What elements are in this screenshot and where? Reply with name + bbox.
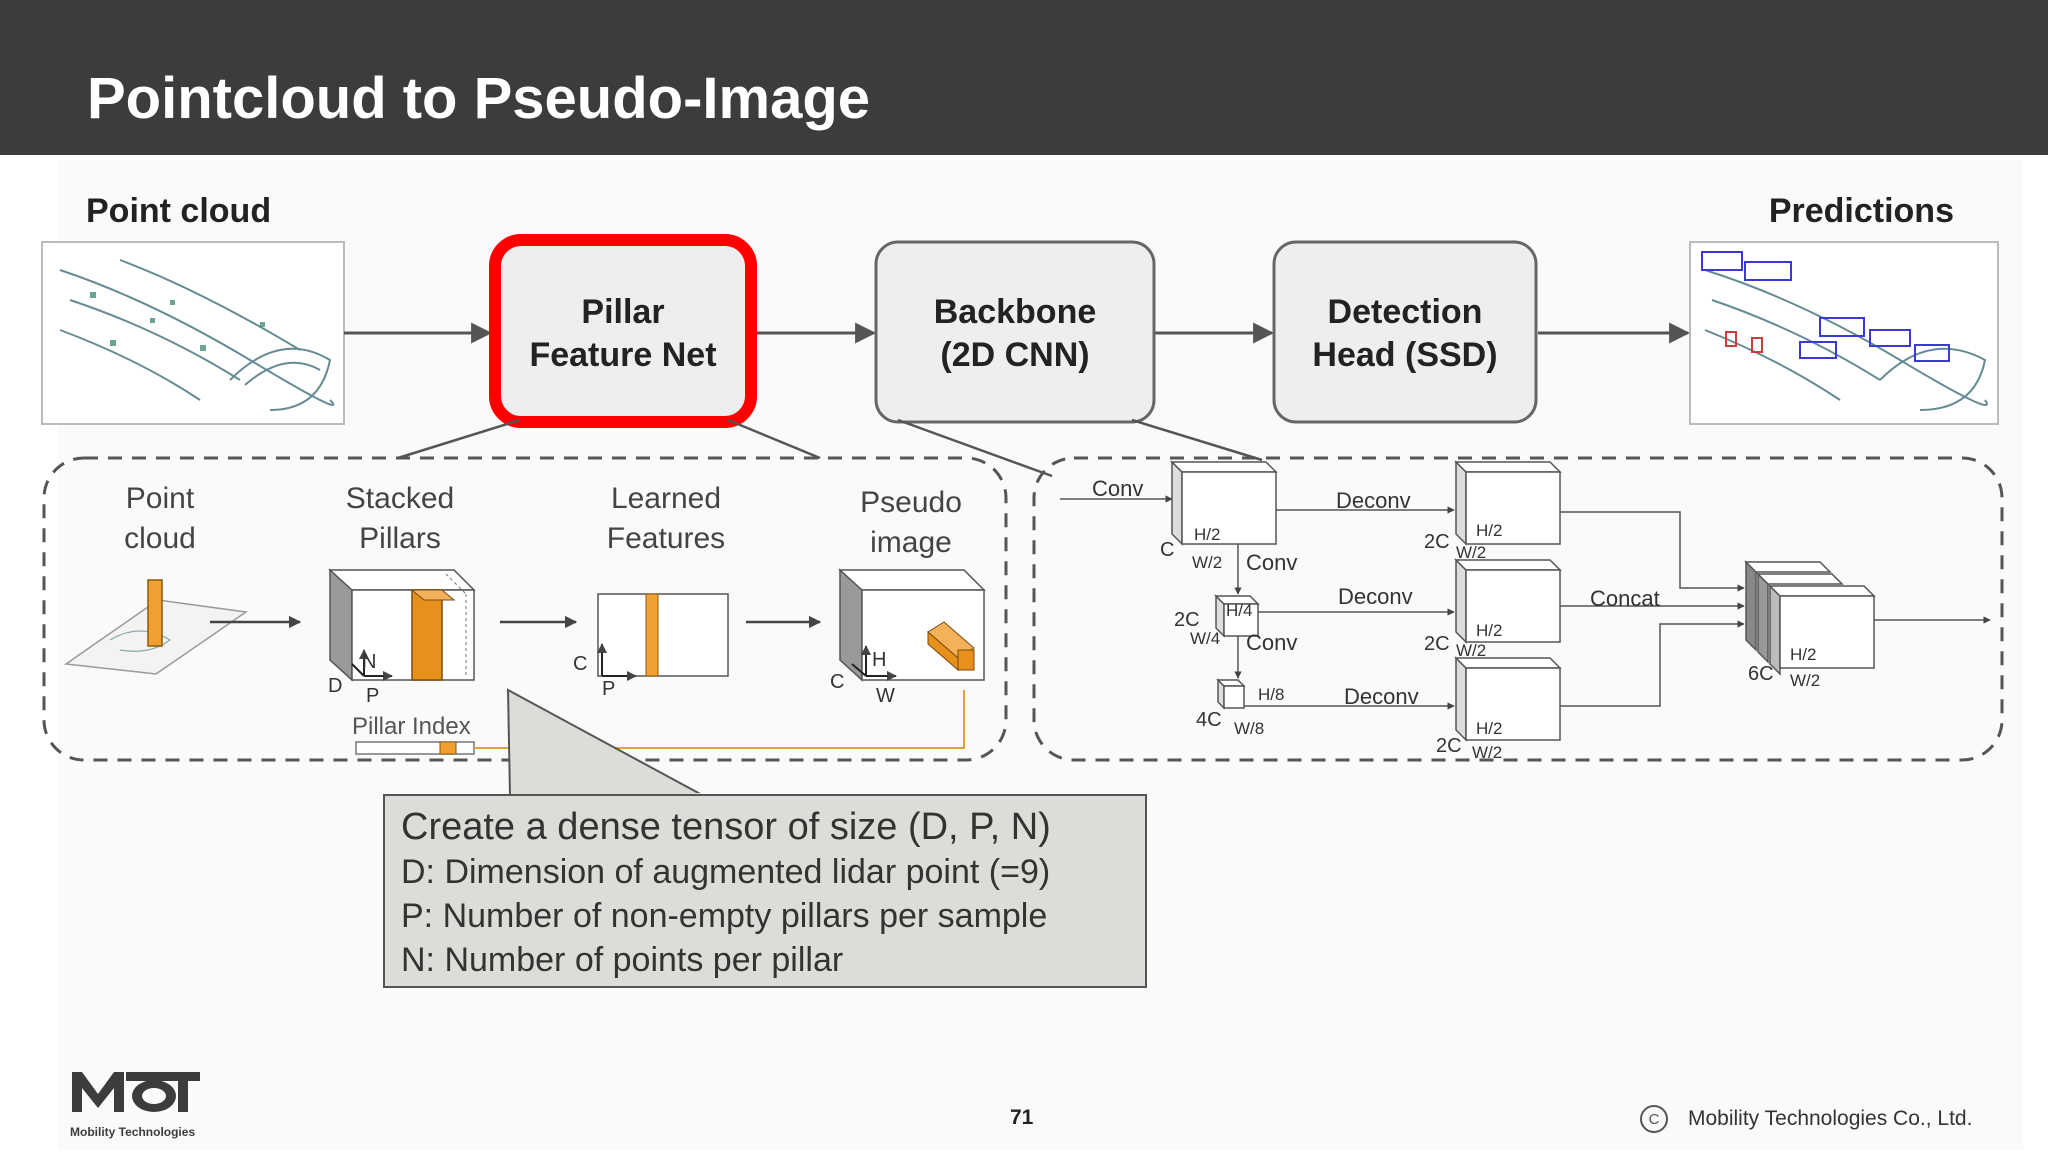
conv-label: Conv: [1092, 476, 1143, 501]
point-cloud-pillar-icon: [63, 579, 249, 675]
logo-text: Mobility Technologies: [70, 1125, 195, 1139]
step-label: Features: [607, 522, 725, 555]
page-number: 71: [1010, 1106, 1034, 1129]
pointpillars-diagram: Point cloud Predictions: [41, 192, 2004, 762]
dim-label: H/2: [1476, 621, 1502, 640]
pillar-index-label: Pillar Index: [352, 713, 471, 740]
dim-label: H/2: [1790, 645, 1816, 664]
step-label: image: [870, 526, 952, 559]
dim-label: H/2: [1476, 521, 1502, 540]
dim-label: 6C: [1748, 663, 1774, 685]
dim-label: W/2: [1472, 743, 1502, 762]
dim-label: W/2: [1456, 641, 1486, 660]
callout-box: Create a dense tensor of size (D, P, N) …: [383, 794, 1147, 988]
callout-line: D: Dimension of augmented lidar point (=…: [401, 853, 1051, 891]
backbone-detail-panel: [1032, 456, 2004, 762]
pillar-net-detail-panel: [42, 456, 1008, 762]
dim-label: 2C: [1174, 609, 1200, 631]
axis-label: P: [602, 678, 615, 700]
stage-label: Head (SSD): [1312, 336, 1497, 374]
step-label: Pillars: [359, 522, 441, 555]
dim-label: H/2: [1194, 525, 1220, 544]
stage-detection-head[interactable]: Detection Head (SSD): [1272, 240, 1538, 424]
axis-label: W: [876, 685, 895, 707]
copyright-text: Mobility Technologies Co., Ltd.: [1688, 1107, 1973, 1130]
axis-label: D: [328, 675, 342, 697]
stacked-pillars-tensor: [328, 568, 476, 682]
dim-label: W/8: [1234, 719, 1264, 738]
learned-features-tensor: [597, 593, 729, 681]
highlight-frame: [489, 234, 757, 428]
step-label: Pseudo: [860, 486, 962, 519]
stage-pillar-feature-net[interactable]: Pillar Feature Net: [489, 234, 757, 428]
dim-label: W/2: [1456, 543, 1486, 562]
axis-label: P: [366, 685, 379, 707]
conv-label: Conv: [1246, 630, 1297, 655]
callout-title: Create a dense tensor of size (D, P, N): [401, 806, 1051, 848]
conv-label: Conv: [1246, 550, 1297, 575]
copyright-icon: C: [1640, 1105, 1668, 1133]
stage-backbone[interactable]: Backbone (2D CNN): [874, 240, 1156, 424]
callout-line: N: Number of points per pillar: [401, 941, 844, 979]
dim-label: H/4: [1226, 601, 1252, 620]
deconv-label: Deconv: [1338, 584, 1413, 609]
slide-title: Pointcloud to Pseudo-Image: [87, 66, 871, 131]
axis-label: H: [872, 649, 886, 671]
pseudo-image-tensor: [838, 568, 986, 682]
dim-label: W/2: [1790, 671, 1820, 690]
stage-label: Pillar: [581, 293, 664, 331]
dim-label: W/2: [1192, 553, 1222, 572]
axis-label: N: [362, 651, 376, 673]
stage-label: Detection: [1328, 293, 1483, 331]
pillar-index-bar: [355, 690, 965, 755]
dim-label: 2C: [1424, 531, 1450, 553]
stage-label: Feature Net: [529, 336, 716, 374]
callout-line: P: Number of non-empty pillars per sampl…: [401, 897, 1048, 935]
dim-label: C: [1160, 539, 1174, 561]
dim-label: H/2: [1476, 719, 1502, 738]
input-pointcloud-image: [41, 241, 345, 425]
mot-logo: Mobility Technologies: [70, 1072, 200, 1139]
output-label: Predictions: [1769, 192, 1954, 230]
axis-label: C: [573, 653, 587, 675]
deconv-label: Deconv: [1336, 488, 1411, 513]
stage-label: Backbone: [934, 293, 1097, 331]
step-label: Learned: [611, 482, 721, 515]
step-label: Stacked: [346, 482, 454, 515]
deconv-label: Deconv: [1344, 684, 1419, 709]
axis-label: C: [830, 671, 844, 693]
dim-label: 2C: [1424, 633, 1450, 655]
dim-label: 2C: [1436, 735, 1462, 757]
step-label: cloud: [124, 522, 196, 555]
backbone-network-graph: [1060, 460, 1991, 742]
dim-label: 4C: [1196, 709, 1222, 731]
title-bar: Pointcloud to Pseudo-Image: [0, 0, 2048, 155]
dim-label: H/8: [1258, 685, 1284, 704]
dim-label: W/4: [1190, 629, 1220, 648]
concat-label: Concat: [1590, 586, 1660, 611]
copyright-notice: C Mobility Technologies Co., Ltd.: [1640, 1104, 1972, 1134]
step-label: Point: [126, 482, 195, 515]
input-label: Point cloud: [86, 192, 271, 230]
stage-label: (2D CNN): [940, 336, 1089, 374]
